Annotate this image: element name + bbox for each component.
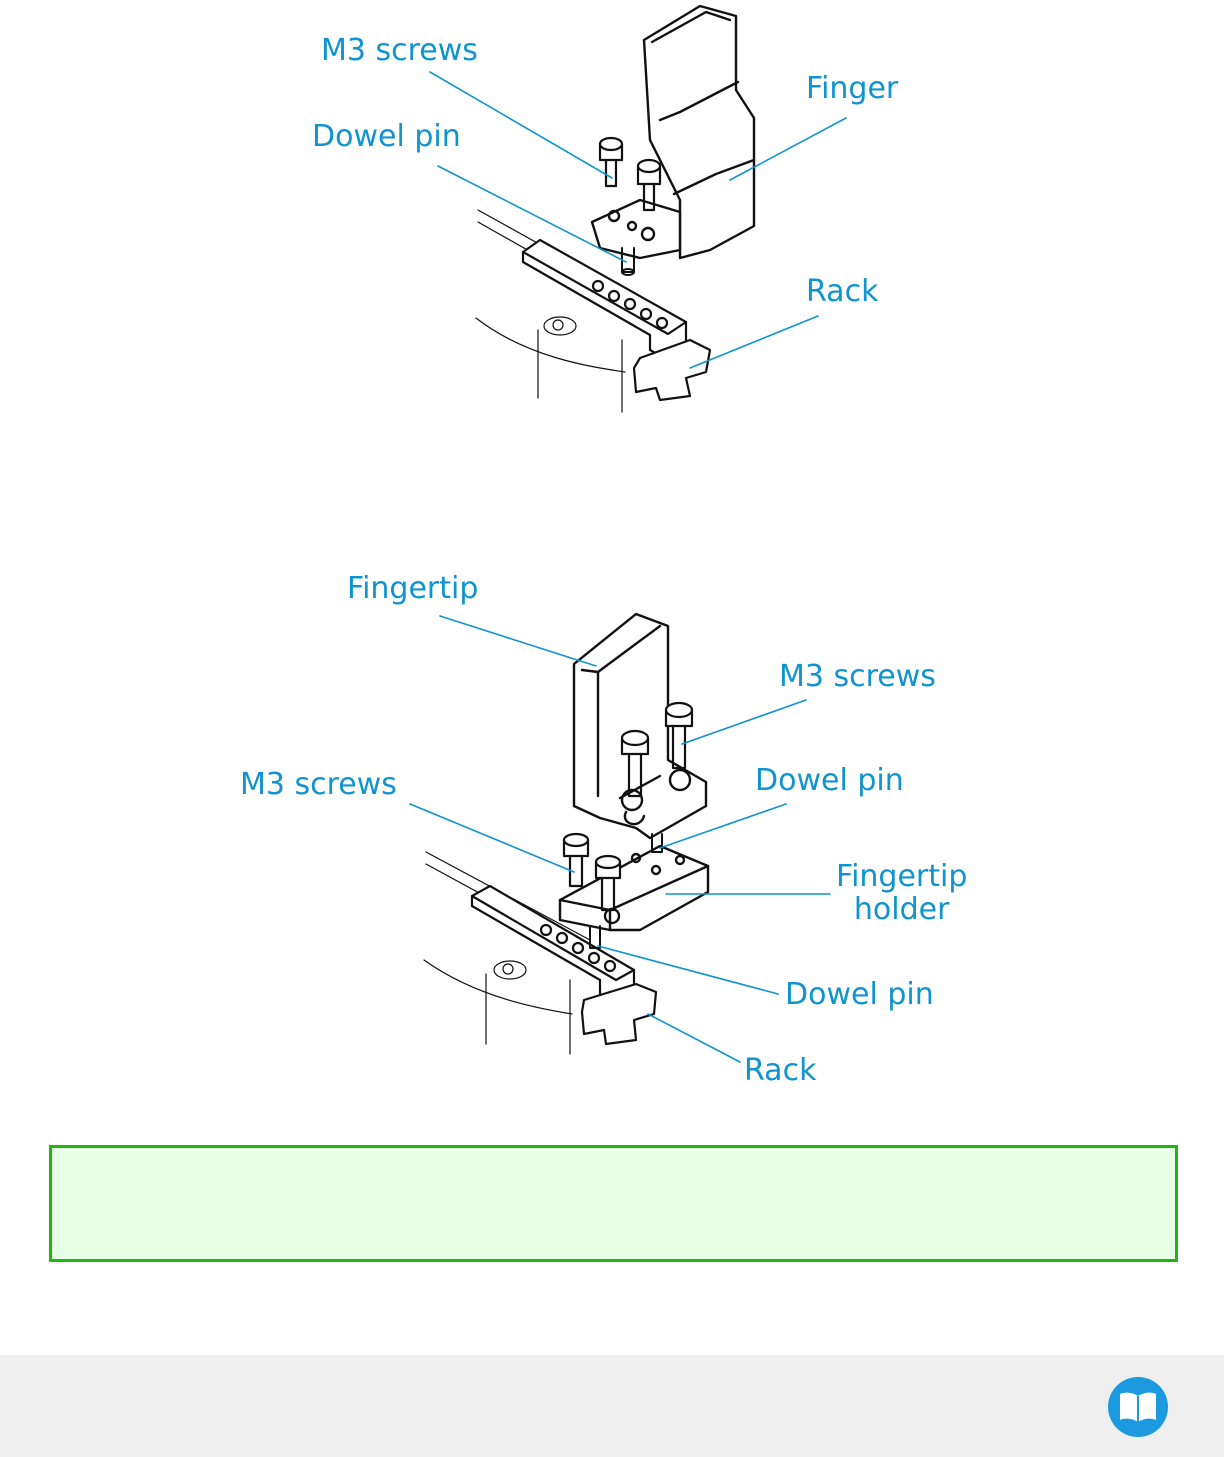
rack xyxy=(470,884,658,1046)
manual-book-button[interactable] xyxy=(1108,1377,1168,1437)
label-fingertip-holder: Fingertip holder xyxy=(836,859,968,927)
fingertip-mounting-drawing xyxy=(409,612,831,1063)
label-rack: Rack xyxy=(744,1053,817,1088)
finger xyxy=(590,4,756,260)
page-footer xyxy=(0,1355,1224,1457)
label-finger: Finger xyxy=(806,71,899,106)
label-rack: Rack xyxy=(806,274,879,309)
label-fingertip: Fingertip xyxy=(347,571,479,606)
leader-lines xyxy=(409,615,831,1063)
label-dowel-pin-upper: Dowel pin xyxy=(755,763,904,798)
finger-mounting-diagram: M3 screws Finger Dowel pin Rack xyxy=(0,0,1224,430)
label-m3-screws-upper: M3 screws xyxy=(779,659,936,694)
m3-screws-upper xyxy=(620,701,694,798)
m3-screws-lower xyxy=(562,832,622,912)
rack xyxy=(521,238,712,402)
label-dowel-pin: Dowel pin xyxy=(312,119,461,154)
note-box xyxy=(49,1145,1178,1262)
dowel-pins xyxy=(589,833,663,949)
m3-screws xyxy=(598,136,662,212)
finger-mounting-drawing xyxy=(429,4,847,413)
fingertip-mounting-diagram: Fingertip M3 screws M3 screws Dowel pin … xyxy=(0,560,1224,1100)
gripper-body xyxy=(423,851,591,1055)
label-m3-screws: M3 screws xyxy=(321,33,478,68)
leader-lines xyxy=(429,71,847,369)
label-dowel-pin-lower: Dowel pin xyxy=(785,977,934,1012)
label-m3-screws-lower: M3 screws xyxy=(240,767,397,802)
book-icon xyxy=(1120,1392,1156,1422)
